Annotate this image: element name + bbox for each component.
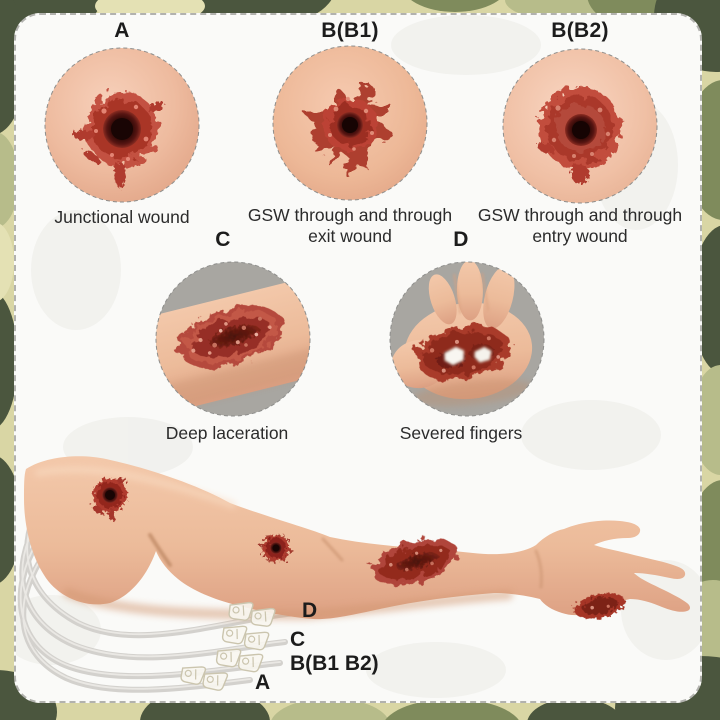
severed-fingers-art: [391, 262, 533, 407]
gsw-entry-wound-art: [537, 87, 621, 184]
wound-photo-junctional: [44, 47, 200, 203]
wound-photo-gsw-exit: [272, 45, 428, 201]
arm-illustration: [17, 456, 690, 693]
bone-chip: [474, 346, 492, 363]
figure-c-caption: Deep laceration: [165, 423, 289, 443]
wound-photo-gsw-entry: [502, 48, 658, 204]
callout-c: C: [290, 628, 306, 651]
figure-b1-caption: GSW through and through exit wound: [247, 205, 453, 246]
arm-silhouette: [24, 456, 690, 620]
tube-clamp-icon: [236, 650, 264, 674]
figure-a-caption: Junctional wound: [54, 207, 190, 227]
tube-clamp-icon: [179, 662, 207, 687]
arm-laceration-wound: [372, 538, 458, 586]
wound-photo-severed-fingers: [389, 261, 545, 417]
figure-c-label: C: [215, 228, 231, 251]
figure-a-label: A: [114, 19, 130, 42]
figure-d-label: D: [453, 228, 469, 251]
arm-severed-finger-wound: [574, 593, 626, 619]
figure-b2-label: B(B2): [551, 19, 609, 42]
figure-d-caption: Severed fingers: [399, 423, 523, 443]
wound-photo-laceration: [155, 261, 311, 417]
callout-a: A: [255, 671, 271, 694]
arm-junctional-wound: [92, 478, 127, 521]
callout-b: B(B1 B2): [290, 652, 379, 675]
figure-b2-caption: GSW through and through entry wound: [477, 205, 683, 246]
arm-shading: [35, 466, 543, 621]
callout-d: D: [302, 599, 318, 622]
gsw-exit-wound-art: [305, 83, 395, 176]
bone-chip: [444, 346, 465, 366]
arm-gsw-wound: [258, 533, 294, 563]
junctional-wound-art: [73, 92, 165, 188]
figure-b1-label: B(B1): [321, 19, 379, 42]
